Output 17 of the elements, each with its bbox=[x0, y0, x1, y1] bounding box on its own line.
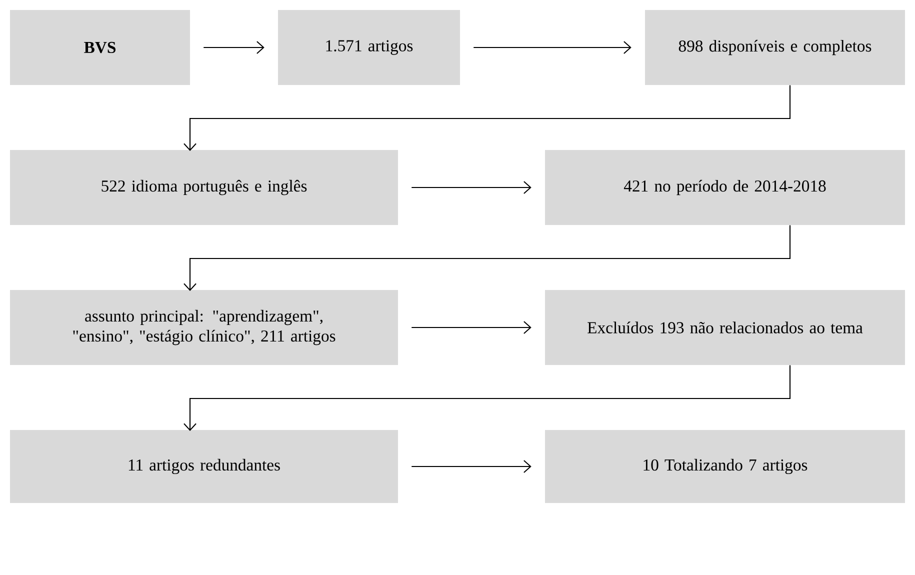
process-box: BVS bbox=[10, 10, 190, 85]
arrow bbox=[412, 460, 532, 473]
process-box: 1.571 artigos bbox=[278, 10, 460, 85]
process-box: 11 artigos redundantes bbox=[10, 430, 398, 503]
process-box: 898 disponíveis e completos bbox=[645, 10, 905, 85]
process-box: assunto principal: "aprendizagem", "ensino", "estágio clínico", 211 artigos bbox=[10, 290, 398, 365]
arrow bbox=[184, 85, 791, 152]
arrow bbox=[204, 41, 264, 54]
process-box: 421 no período de 2014-2018 bbox=[545, 150, 905, 225]
arrow bbox=[412, 321, 532, 334]
arrow bbox=[412, 181, 532, 194]
process-box: Excluídos 193 não relacionados ao tema bbox=[545, 290, 905, 365]
process-box: 10 Totalizando 7 artigos bbox=[545, 430, 905, 503]
arrow bbox=[474, 41, 632, 54]
process-box: 522 idioma português e inglês bbox=[10, 150, 398, 225]
arrow bbox=[184, 225, 791, 292]
arrow bbox=[184, 365, 791, 432]
